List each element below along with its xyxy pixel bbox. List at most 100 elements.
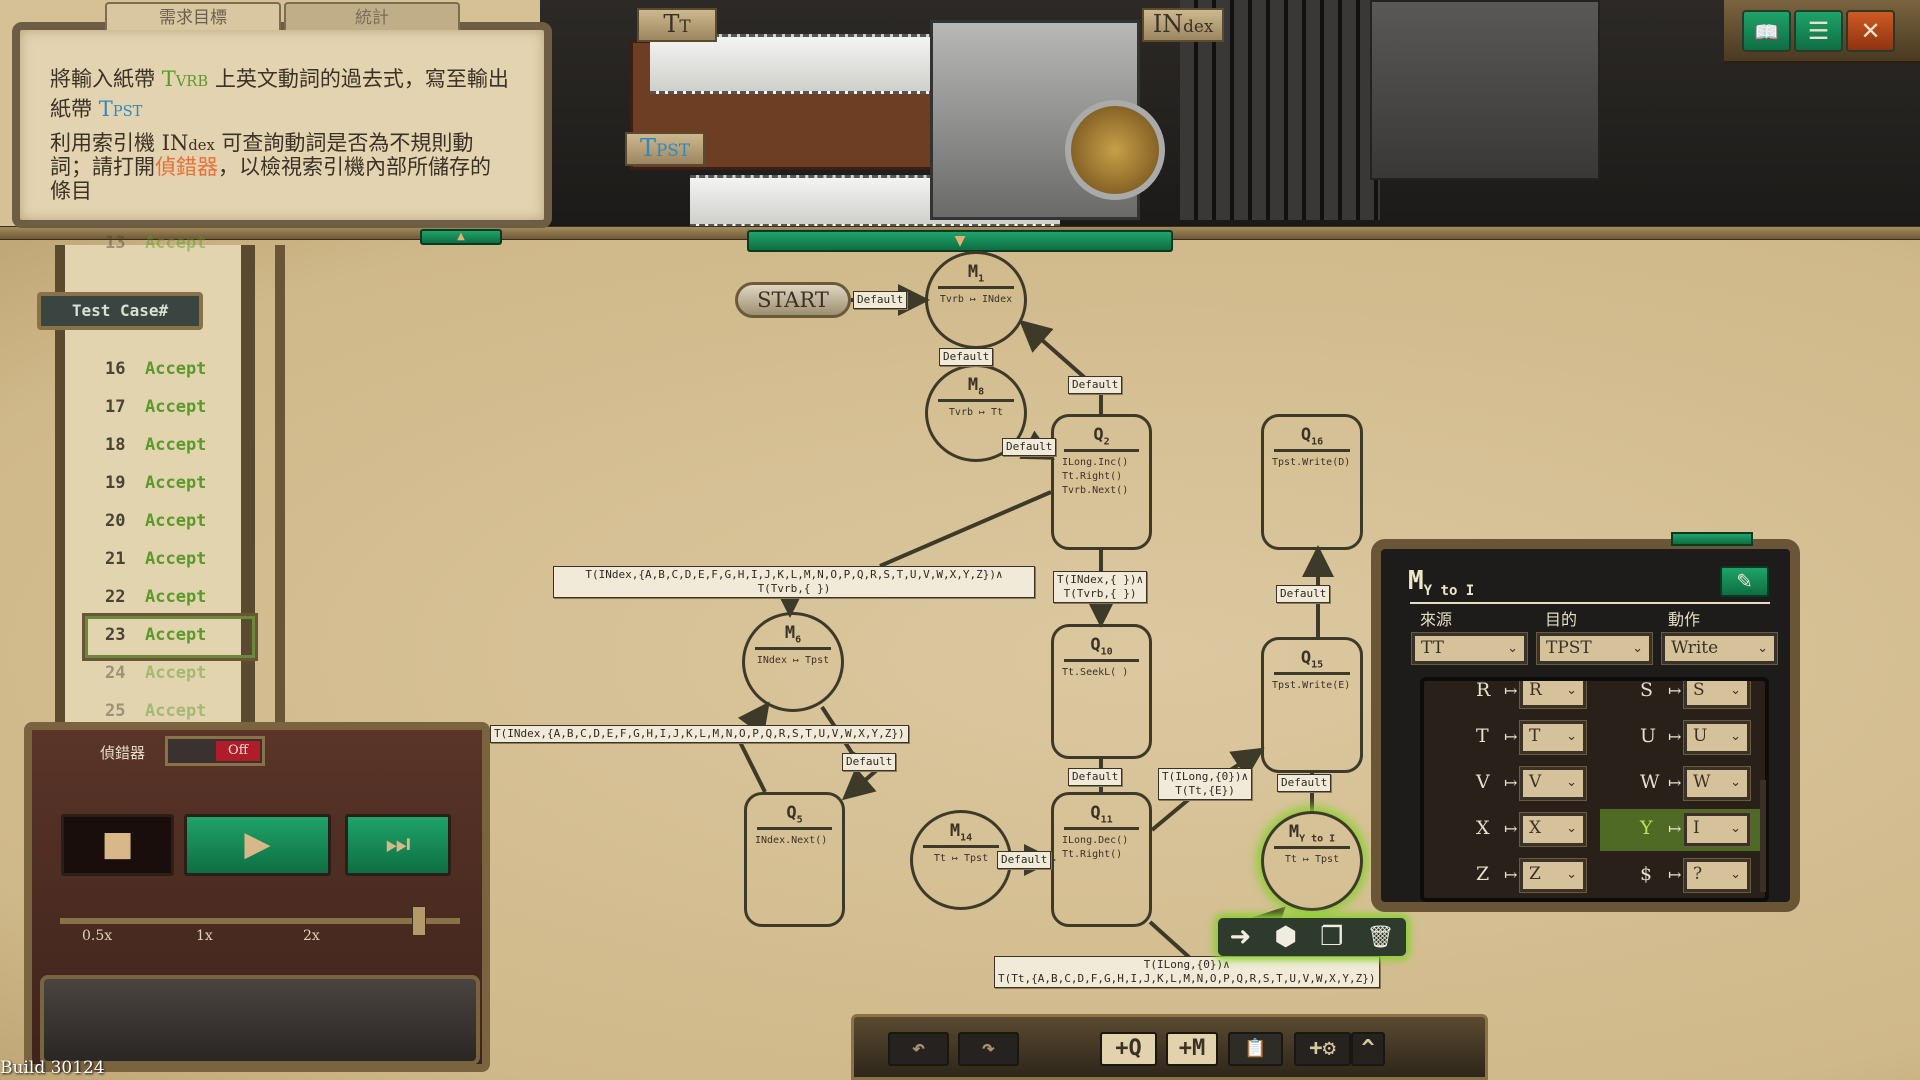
menu-button[interactable]: ☰ xyxy=(1794,10,1843,52)
transition-label-q10q11[interactable]: Default xyxy=(1068,768,1123,786)
case-status: Accept xyxy=(145,511,207,531)
step-button[interactable]: ⏭ xyxy=(345,814,451,876)
mapping-target-dropdown[interactable]: R⌄ xyxy=(1519,681,1587,709)
copy-icon[interactable]: ❐ xyxy=(1320,922,1344,952)
transition-label-q15q16[interactable]: Default xyxy=(1276,585,1331,603)
node-title-sub: 6 xyxy=(795,634,802,646)
mapping-target-dropdown[interactable]: W⌄ xyxy=(1683,766,1751,801)
transition-label-m6q5[interactable]: Default xyxy=(842,753,897,771)
debugger-link[interactable]: 偵錯器 xyxy=(155,155,218,179)
node-action: ILong.Dec() xyxy=(1062,835,1129,847)
mapping-target-dropdown[interactable]: I⌄ xyxy=(1683,812,1751,847)
start-node[interactable]: START xyxy=(735,282,851,318)
dest-dropdown[interactable]: TPST⌄ xyxy=(1536,632,1653,665)
node-title: MY to I xyxy=(1264,822,1360,844)
chevron-down-icon: ⌄ xyxy=(1730,729,1741,744)
play-button[interactable]: ▶ xyxy=(184,814,331,876)
trash-icon[interactable]: 🗑 xyxy=(1366,924,1395,950)
mapping-target-dropdown[interactable]: T⌄ xyxy=(1519,720,1587,755)
transition-label-q2m1[interactable]: Default xyxy=(1068,376,1123,394)
speed-slider-handle[interactable] xyxy=(412,906,426,936)
node-title-sub: 8 xyxy=(978,386,985,398)
machine-area xyxy=(540,0,1920,232)
collapse-inspector-button[interactable] xyxy=(1671,532,1753,546)
collapse-machine-button[interactable]: ▼ xyxy=(747,230,1173,252)
mapping-target-dropdown[interactable]: U⌄ xyxy=(1683,720,1751,755)
case-number: 22 xyxy=(105,587,126,607)
stop-octagon-icon[interactable]: ⬢ xyxy=(1274,922,1298,952)
mapping-target-dropdown[interactable]: ?⌄ xyxy=(1683,858,1751,893)
node-action: INdex ↦ Tpst xyxy=(756,655,830,667)
transition-label-q5m6[interactable]: T(INdex,{A,B,C,D,E,F,G,H,I,J,K,L,M,N,O,P… xyxy=(490,725,909,743)
node-title-main: M xyxy=(784,623,796,643)
collapse-goal-button[interactable]: ▲ xyxy=(420,229,502,245)
transition-label-q2m8[interactable]: Default xyxy=(1002,438,1057,456)
node-divider xyxy=(1274,449,1350,453)
expand-toolbar-button[interactable]: ^ xyxy=(1351,1032,1385,1066)
mapping-scrollbar[interactable] xyxy=(1760,780,1766,892)
link-arrow-icon[interactable]: ➜ xyxy=(1229,922,1252,952)
speed-slider[interactable] xyxy=(60,918,460,924)
transition-label-q11out[interactable]: T(ILong,{0})∧T(Tt,{A,B,C,D,F,G,H,I,J,K,L… xyxy=(994,956,1380,988)
add-gear-button[interactable]: +⚙ xyxy=(1294,1032,1351,1066)
mapping-target-dropdown[interactable]: S⌄ xyxy=(1683,681,1751,709)
transition-condition: T(ILong,{0})∧ xyxy=(1162,770,1249,783)
mapping-target-dropdown[interactable]: Z⌄ xyxy=(1519,858,1587,893)
node-divider xyxy=(1274,846,1350,850)
list-scrollbar[interactable] xyxy=(275,245,285,725)
transition-label-q2q10[interactable]: T(INdex,{ })∧T(Tvrb,{ }) xyxy=(1053,571,1148,603)
edit-name-button[interactable]: ✎ xyxy=(1720,566,1769,597)
case-number: 18 xyxy=(105,435,126,455)
stop-icon: ■ xyxy=(101,824,134,864)
transition-label-start[interactable]: Default xyxy=(853,291,908,309)
close-button[interactable]: ✕ xyxy=(1846,10,1895,52)
add-q-button[interactable]: +Q xyxy=(1100,1032,1157,1066)
tab-stats[interactable]: 統計 xyxy=(284,2,460,30)
redo-button[interactable]: ↷ xyxy=(958,1032,1019,1066)
speed-label-1x: 1x xyxy=(196,928,213,944)
book-button[interactable]: 📖 xyxy=(1742,10,1791,52)
transition-label-q11q15[interactable]: T(ILong,{0})∧T(Tt,{E}) xyxy=(1158,768,1253,800)
transition-label-m1m8[interactable]: Default xyxy=(939,348,994,366)
undo-button[interactable]: ↶ xyxy=(888,1032,949,1066)
tab-goal[interactable]: 需求目標 xyxy=(105,2,281,30)
mapping-grid[interactable]: R↦R⌄S↦S⌄T↦T⌄U↦U⌄V↦V⌄W↦W⌄X↦X⌄Y↦I⌄Z↦Z⌄$↦?⌄ xyxy=(1420,677,1769,902)
transition-label-m14q11[interactable]: Default xyxy=(997,851,1052,869)
add-m-button[interactable]: +M xyxy=(1166,1032,1218,1066)
transition-label-q15myi[interactable]: Default xyxy=(1277,774,1332,792)
source-dropdown[interactable]: TT⌄ xyxy=(1411,632,1528,665)
action-dropdown[interactable]: Write⌄ xyxy=(1661,632,1778,665)
mapping-target-dropdown[interactable]: V⌄ xyxy=(1519,766,1587,801)
transition-label-q2m6[interactable]: T(INdex,{A,B,C,D,E,F,G,H,I,J,K,L,M,N,O,P… xyxy=(553,566,1035,598)
stop-button[interactable]: ■ xyxy=(61,814,174,876)
goal-line-5: 條目 xyxy=(50,179,92,203)
node-title-main: M xyxy=(967,262,979,282)
case-status: Accept xyxy=(145,359,207,379)
debugger-toggle[interactable]: Off xyxy=(165,736,265,766)
node-title: M1 xyxy=(928,262,1024,284)
transition-condition: Default xyxy=(1072,378,1119,391)
transition-condition: Default xyxy=(1280,587,1327,600)
paste-button[interactable]: 📋 xyxy=(1228,1032,1283,1066)
mapping-target-dropdown[interactable]: X⌄ xyxy=(1519,812,1587,847)
